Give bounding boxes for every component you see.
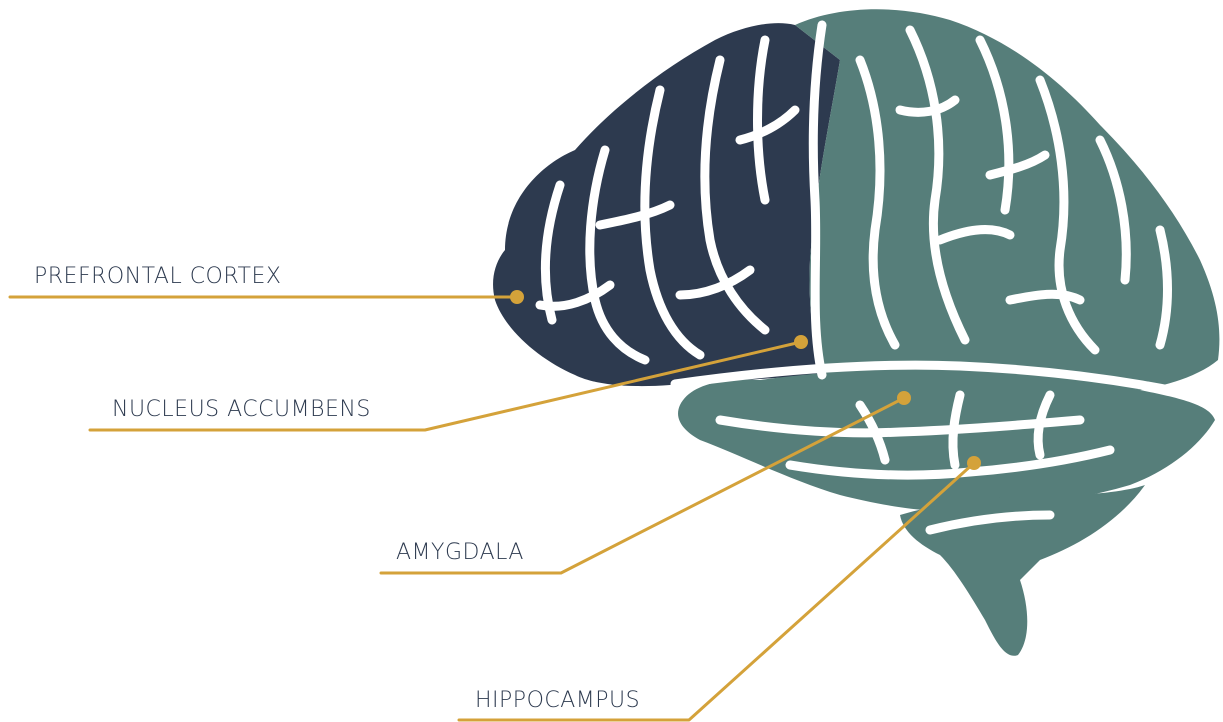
marker-dot-nucleus — [794, 335, 808, 349]
label-hippocampus: HIPPOCAMPUS — [475, 690, 640, 712]
label-nucleus-accumbens: NUCLEUS ACCUMBENS — [112, 399, 371, 421]
cerebellum-brainstem-region — [900, 485, 1145, 656]
marker-dot-prefrontal — [510, 290, 524, 304]
marker-dot-hippo — [967, 456, 981, 470]
marker-dot-amygdala — [897, 391, 911, 405]
label-amygdala: AMYGDALA — [396, 542, 524, 564]
label-prefrontal-cortex: PREFRONTAL CORTEX — [34, 266, 281, 288]
